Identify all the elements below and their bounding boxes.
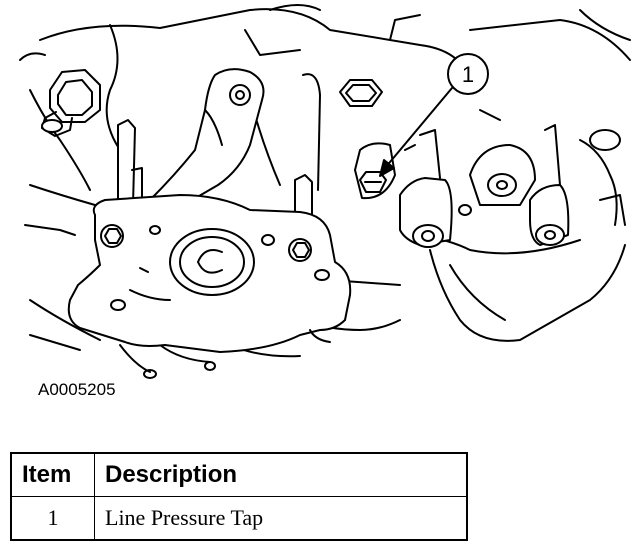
table-row: 1 Line Pressure Tap: [10, 496, 468, 541]
cell-item-number: 1: [10, 496, 95, 541]
header-description: Description: [94, 452, 468, 497]
callout-leader: [379, 87, 453, 177]
manual-control-lever: [149, 68, 265, 211]
cell-description: Line Pressure Tap: [94, 496, 468, 541]
washer-bolt: [19, 52, 101, 137]
transmission-case-outline: [24, 4, 631, 363]
line-pressure-tap-drawing: 1: [19, 4, 631, 379]
range-sensor-body: [67, 194, 352, 379]
legend-header-row: Item Description: [10, 452, 468, 497]
figure-id-label: A0005205: [38, 380, 116, 399]
hex-plug: [339, 79, 383, 107]
callout-number: 1: [462, 62, 474, 87]
oil-pan-rail: [429, 244, 626, 342]
legend-table: Item Description 1 Line Pressure Tap: [10, 452, 468, 541]
valve-body-bosses: [399, 109, 626, 248]
stud-posts: [117, 73, 321, 221]
line-pressure-tap-fitting: [354, 142, 396, 200]
callout-balloon: [447, 53, 489, 95]
header-item: Item: [10, 452, 95, 497]
